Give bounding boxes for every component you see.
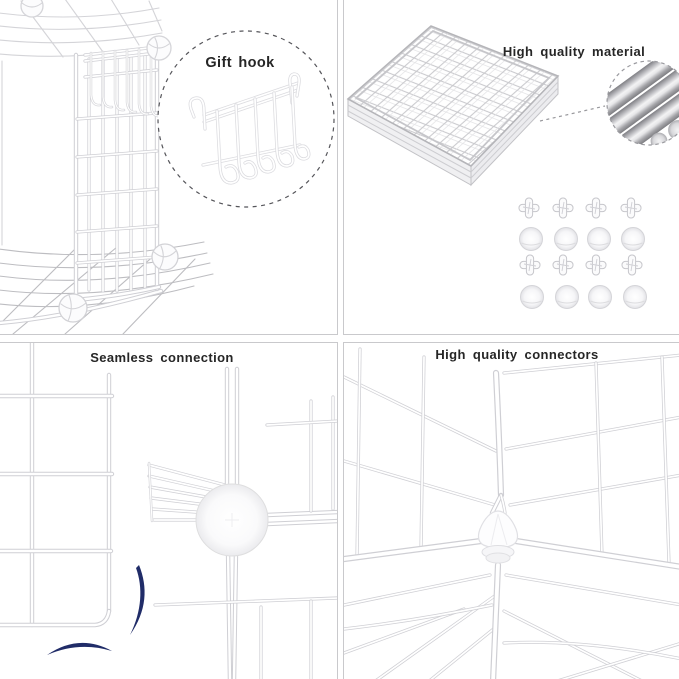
photo-panel-connectors: High quality connectors [343,342,679,679]
cross-connector [518,197,540,219]
panel-joint-closeup [147,366,337,679]
caption-connectors: High quality connectors [435,347,598,362]
gift-hook-rack [188,72,311,185]
seamless-connection-photo: Seamless connection [0,343,337,679]
material-photo: High quality material [346,25,679,310]
photo-panel-gift-hook: Gift hook [0,0,338,335]
callout-leader-line [539,105,606,122]
corner-connector-photo: High quality connectors [344,347,679,679]
round-connector-cap [518,226,544,252]
wire-grid-panel [0,343,115,628]
caption-material: High quality material [503,44,645,59]
corner-ball-connector [20,0,179,323]
caption-gift-hook: Gift hook [205,55,275,71]
wire-cube-shelf [0,0,214,334]
navy-arc-horizontal [47,642,112,655]
photo-panel-seamless: Seamless connection [0,342,338,679]
caption-seamless: Seamless connection [90,350,234,365]
cube-corner-wireframe [344,347,679,679]
stacked-grid-panels [346,25,560,187]
connector-parts-grid [518,197,648,310]
photo-panel-material: High quality material [343,0,679,335]
navy-arc-vertical [130,565,145,635]
callout-circle-material [606,60,679,146]
gift-hook-illustration-photo: Gift hook [0,0,335,334]
metal-rods-closeup [606,60,679,146]
corner-triangle-connector [477,510,519,564]
